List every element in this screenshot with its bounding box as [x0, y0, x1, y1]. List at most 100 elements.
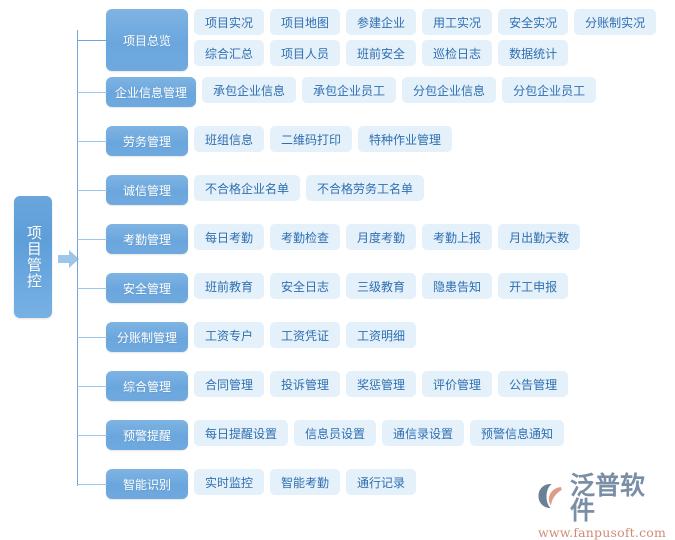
menu-item-chip[interactable]: 信息员设置 [294, 420, 377, 446]
item-line: 班前教育安全日志 三级教育 隐患告知开工申报 [194, 273, 569, 299]
menu-item-chip[interactable]: 分包企业信息 [402, 77, 497, 103]
category-button[interactable]: 预警提醒 [106, 420, 188, 450]
category-label: 综合管理 [122, 379, 171, 394]
menu-item-label: 用工实况 [433, 15, 482, 30]
menu-item-label: 投诉管理 [281, 377, 330, 392]
category-label: 分账制管理 [116, 330, 177, 345]
menu-item-chip[interactable]: 安全日志 [270, 273, 341, 299]
menu-item-chip[interactable]: 用工实况 [422, 9, 493, 35]
branch-line [77, 337, 107, 339]
menu-item-label: 不合格企业名单 [205, 181, 290, 196]
category-button[interactable]: 综合管理 [106, 371, 188, 401]
branch-line [77, 484, 107, 486]
menu-item-chip[interactable]: 巡检日志 [422, 40, 493, 66]
menu-item-chip[interactable]: 通行记录 [346, 469, 417, 495]
menu-item-label: 三级教育 [357, 279, 406, 294]
menu-item-chip[interactable]: 工资凭证 [270, 322, 341, 348]
menu-item-chip[interactable]: 不合格企业名单 [194, 175, 301, 201]
menu-item-label: 二维码打印 [281, 132, 342, 147]
menu-item-chip[interactable]: 公告管理 [498, 371, 569, 397]
menu-item-chip[interactable]: 每日提醒设置 [194, 420, 289, 446]
menu-item-chip[interactable]: 工资专户 [194, 322, 265, 348]
menu-item-chip[interactable]: 预警信息通知 [470, 420, 565, 446]
category-row: 劳务管理班组信息 二维码打印 特种作业管理 [106, 126, 453, 156]
menu-item-label: 工资明细 [357, 328, 406, 343]
category-button[interactable]: 劳务管理 [106, 126, 188, 156]
category-button[interactable]: 项目总览 [106, 9, 188, 71]
category-button[interactable]: 诚信管理 [106, 175, 188, 205]
menu-item-label: 不合格劳务工名单 [317, 181, 414, 196]
category-row: 智能识别实时监控 智能考勤 通行记录 [106, 469, 417, 499]
category-label: 预警提醒 [122, 428, 171, 443]
branch-line [77, 141, 107, 143]
menu-item-chip[interactable]: 项目实况 [194, 9, 265, 35]
menu-item-chip[interactable]: 三级教育 [346, 273, 417, 299]
category-row: 考勤管理 每日考勤考勤检查月度考勤考勤上报 月出勤天数 [106, 224, 581, 254]
menu-item-chip[interactable]: 特种作业管理 [358, 126, 453, 152]
item-line: 不合格企业名单 不合格劳务工名单 [194, 175, 425, 201]
menu-item-chip[interactable]: 合同管理 [194, 371, 265, 397]
item-group: 承包企业信息承包企业员工分包企业信息 分包企业员工 [202, 77, 597, 103]
menu-item-chip[interactable]: 奖惩管理 [346, 371, 417, 397]
menu-item-chip[interactable]: 综合汇总 [194, 40, 265, 66]
menu-item-chip[interactable]: 隐患告知 [422, 273, 493, 299]
menu-item-chip[interactable]: 承包企业信息 [202, 77, 297, 103]
menu-item-label: 数据统计 [509, 46, 558, 61]
category-row: 预警提醒 每日提醒设置信息员设置 通信录设置 预警信息通知 [106, 420, 565, 450]
menu-item-label: 通行记录 [357, 475, 406, 490]
menu-item-chip[interactable]: 项目地图 [270, 9, 341, 35]
right-arrow-icon [58, 249, 80, 269]
category-button[interactable]: 分账制管理 [106, 322, 188, 352]
menu-item-chip[interactable]: 开工申报 [498, 273, 569, 299]
menu-item-chip[interactable]: 数据统计 [498, 40, 569, 66]
category-button[interactable]: 智能识别 [106, 469, 188, 499]
menu-item-chip[interactable]: 项目人员 [270, 40, 341, 66]
menu-item-chip[interactable]: 考勤上报 [422, 224, 493, 250]
menu-item-label: 月出勤天数 [509, 230, 570, 245]
menu-item-chip[interactable]: 二维码打印 [270, 126, 353, 152]
menu-item-chip[interactable]: 分账制实况 [574, 9, 657, 35]
trunk-line [77, 30, 79, 486]
menu-item-label: 通信录设置 [393, 426, 454, 441]
menu-item-chip[interactable]: 安全实况 [498, 9, 569, 35]
menu-item-chip[interactable]: 参建企业 [346, 9, 417, 35]
menu-item-label: 参建企业 [357, 15, 406, 30]
menu-item-chip[interactable]: 班前安全 [346, 40, 417, 66]
category-row: 分账制管理 工资专户工资凭证 工资明细 [106, 322, 417, 352]
menu-item-chip[interactable]: 投诉管理 [270, 371, 341, 397]
menu-item-chip[interactable]: 班组信息 [194, 126, 265, 152]
category-label: 企业信息管理 [115, 85, 188, 100]
menu-item-chip[interactable]: 承包企业员工 [302, 77, 397, 103]
menu-item-label: 预警信息通知 [481, 426, 554, 441]
branch-line [77, 40, 107, 42]
branch-line [77, 92, 107, 94]
menu-item-chip[interactable]: 工资明细 [346, 322, 417, 348]
menu-item-label: 项目地图 [281, 15, 330, 30]
branch-line [77, 190, 107, 192]
category-label: 考勤管理 [122, 232, 171, 247]
menu-item-chip[interactable]: 分包企业员工 [502, 77, 597, 103]
fanpu-swoosh-logo-icon [536, 482, 566, 514]
menu-item-chip[interactable]: 每日考勤 [194, 224, 265, 250]
menu-item-chip[interactable]: 考勤检查 [270, 224, 341, 250]
item-group: 不合格企业名单 不合格劳务工名单 [194, 175, 425, 201]
menu-item-label: 分包企业员工 [513, 83, 586, 98]
menu-item-chip[interactable]: 班前教育 [194, 273, 265, 299]
brand-name: 泛普软件 [570, 471, 646, 525]
category-button[interactable]: 考勤管理 [106, 224, 188, 254]
menu-item-chip[interactable]: 通信录设置 [382, 420, 465, 446]
menu-item-chip[interactable]: 月度考勤 [346, 224, 417, 250]
category-button[interactable]: 安全管理 [106, 273, 188, 303]
menu-item-label: 项目人员 [281, 46, 330, 61]
menu-item-chip[interactable]: 不合格劳务工名单 [306, 175, 425, 201]
menu-item-chip[interactable]: 评价管理 [422, 371, 493, 397]
menu-item-label: 班前安全 [357, 46, 406, 61]
menu-item-label: 智能考勤 [281, 475, 330, 490]
item-group: 班前教育安全日志 三级教育 隐患告知开工申报 [194, 273, 569, 299]
root-node-project-control[interactable]: 项目管控 [14, 196, 52, 318]
menu-item-chip[interactable]: 智能考勤 [270, 469, 341, 495]
menu-item-chip[interactable]: 实时监控 [194, 469, 265, 495]
category-button[interactable]: 企业信息管理 [106, 77, 197, 107]
menu-item-label: 公告管理 [509, 377, 558, 392]
menu-item-chip[interactable]: 月出勤天数 [498, 224, 581, 250]
